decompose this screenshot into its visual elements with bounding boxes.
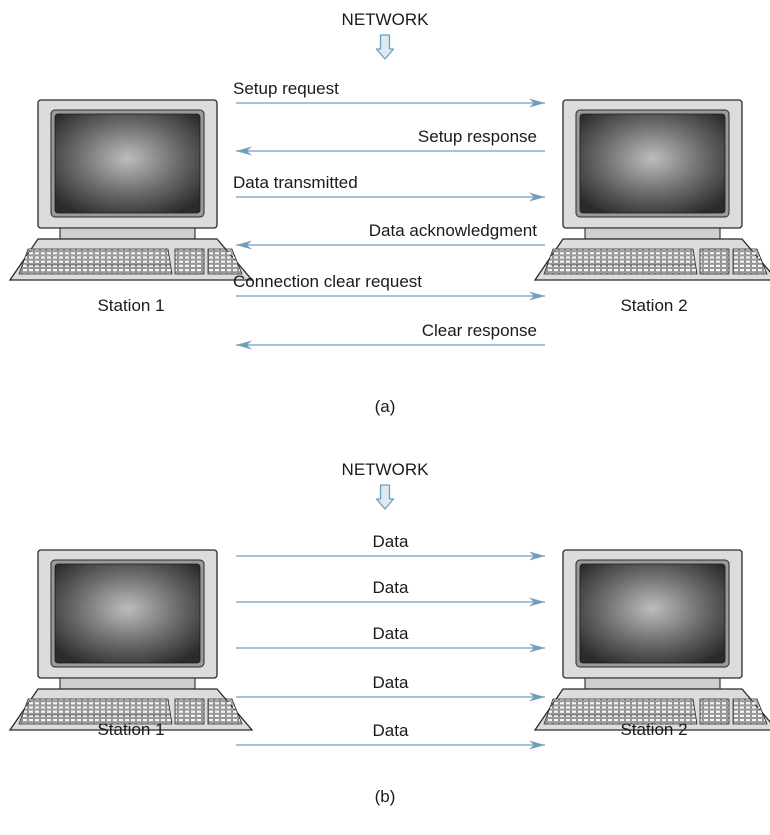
- message-label: Data: [373, 673, 409, 692]
- arrowhead-right-icon: [529, 597, 545, 607]
- station-1-label-b: Station 1: [97, 720, 164, 739]
- desktop-computer-icon: [9, 99, 253, 281]
- arrowhead-right-icon: [529, 692, 545, 702]
- desktop-computer-icon: [9, 549, 253, 731]
- message-label: Data: [373, 624, 409, 643]
- message-label: Data: [373, 532, 409, 551]
- station-2-label-b: Station 2: [620, 720, 687, 739]
- caption-b: (b): [375, 787, 396, 806]
- arrowhead-right-icon: [529, 740, 545, 750]
- desktop-computer-icon: [534, 99, 770, 281]
- message-label: Setup request: [233, 79, 339, 98]
- down-arrow-icon: [375, 484, 395, 510]
- network-label-b: NETWORK: [342, 460, 430, 479]
- down-arrow-icon: [375, 34, 395, 60]
- arrowhead-left-icon: [236, 146, 252, 156]
- desktop-computer-icon: [534, 549, 770, 731]
- station-2-label-a: Station 2: [620, 296, 687, 315]
- arrowhead-left-icon: [236, 240, 252, 250]
- caption-a: (a): [375, 397, 396, 416]
- panel-a: NETWORK Station 1 Station 2 Setup reques…: [9, 10, 770, 416]
- station-1-label-a: Station 1: [97, 296, 164, 315]
- message-label: Clear response: [422, 321, 537, 340]
- message-label: Data: [373, 721, 409, 740]
- message-label: Data transmitted: [233, 173, 358, 192]
- message-label: Setup response: [418, 127, 537, 146]
- panel-b: NETWORK Station 1 Station 2 DataDataData…: [9, 460, 770, 806]
- arrowhead-right-icon: [529, 643, 545, 653]
- message-label: Data acknowledgment: [369, 221, 537, 240]
- message-label: Connection clear request: [233, 272, 422, 291]
- arrowhead-left-icon: [236, 340, 252, 350]
- arrowhead-right-icon: [529, 291, 545, 301]
- arrowhead-right-icon: [529, 551, 545, 561]
- arrowhead-right-icon: [529, 192, 545, 202]
- arrowhead-right-icon: [529, 98, 545, 108]
- message-label: Data: [373, 578, 409, 597]
- network-label-a: NETWORK: [342, 10, 430, 29]
